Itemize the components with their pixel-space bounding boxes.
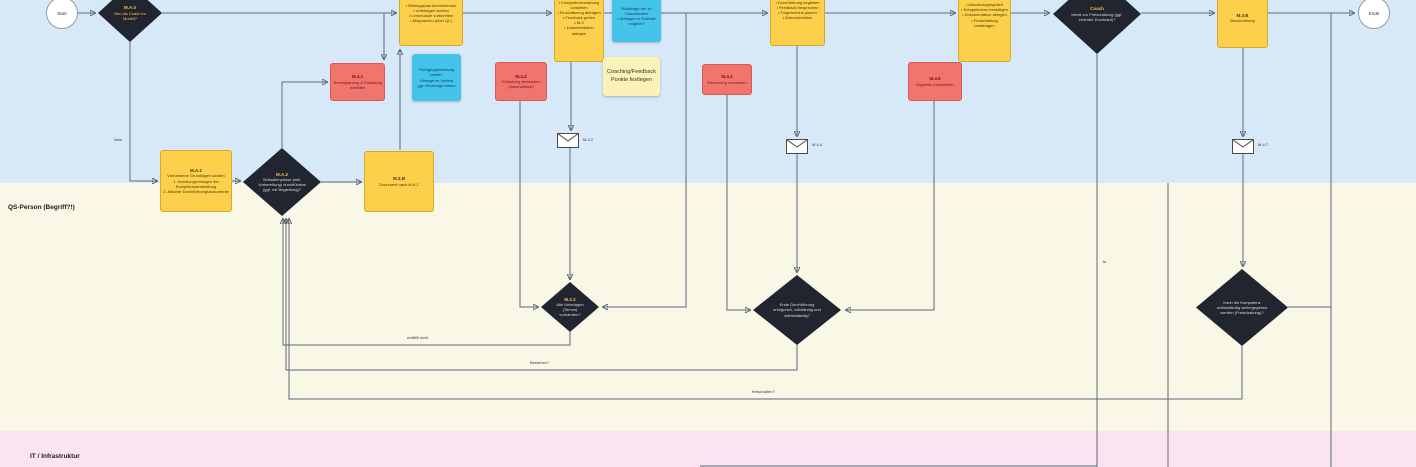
edge-label-ja: Ja [1100,259,1109,265]
process-box-vorbereitung[interactable]: • Bildungsplan kennenlernen • Unterlagen… [399,0,463,46]
process-body: • Durchführung begleiten • Feedback besp… [775,0,820,21]
process-title: M.3.B [392,176,405,182]
process-box-durchfuehrung[interactable]: • Durchführung begleiten • Feedback besp… [770,0,825,46]
decision-title: M.A.2 [275,171,288,177]
lane-label-qs-person: QS-Person (Begriff?!) [8,204,75,211]
lane-label-it-infrastruktur: IT / Infrastruktur [30,453,80,460]
process-box-beschreibung[interactable]: M.3.B Beschreibung [1217,0,1268,48]
task-title: M.4.6 [929,76,941,82]
decision-title: Coach [1090,6,1104,12]
sticky-body: Fachgruppenleitung bereit? Abfrage im Vo… [417,67,456,88]
message-label-3: M.4.7 [1258,142,1269,147]
decision-title: M.2.2 [564,296,576,302]
sticky-body: Rückfrage der zu Coachenden • Abfragen i… [617,5,656,27]
lane-qs-person [0,183,1416,431]
decision-body: Alle Unterlagen (Termin) vorhanden? [556,301,584,318]
process-body: Vorhandene Grundlagen sichten 1. Handlun… [163,173,229,194]
process-box-abschluss[interactable]: • Abschlussgespräch • Kompetenzen bestät… [958,0,1011,62]
message-event-3[interactable] [1232,139,1254,154]
message-label-1: M.4.2 [583,137,594,142]
message-event-2[interactable] [786,139,808,154]
decision-body: Selbstlernphase (inkl. Vorbereitung) dur… [258,176,306,193]
process-box-kompetenzerarbeitung[interactable]: M.B • Kompetenzerwartung vorstellen • Ei… [554,0,604,62]
task-body: Terminplanung & Einladung erstellen [333,79,382,90]
decision-title: M.A.0 [123,5,136,11]
edge-label-entfaellt-nicht: entfällt nicht [405,335,431,341]
envelope-icon [1232,139,1254,154]
decision-body: Neu als Coach im Modell? [114,10,146,21]
task-title: M.4.2 [515,73,527,79]
decision-body: bereit zur Freischaltung (ggf. erneuter … [1071,11,1123,22]
process-body: Dokument nach M.A.2 [379,181,419,187]
task-box-erinnerung[interactable]: M.4.4 Erinnerung versenden [702,64,752,95]
process-body: Beschreibung [1230,18,1255,24]
message-label-2: M.4.4 [812,142,823,147]
task-body: Einladung versenden (automatisiert) [502,79,540,90]
decision-body: Erste Durchführung erfolgreich, vollstän… [773,302,821,318]
task-title: M.4.4 [721,74,733,80]
sticky-note-coaching-feedback[interactable]: Coaching/Feedback Punkte festlegen [603,57,660,96]
process-body: • Abschlussgespräch • Kompetenzen bestät… [961,2,1008,28]
process-box-dokument[interactable]: M.3.B Dokument nach M.A.2 [364,151,434,212]
task-box-ergebnis[interactable]: M.4.6 Ergebnis rückmelden [908,62,962,101]
edge-label-bestehen: Bestehen? [528,360,552,366]
process-title: M.3.B [1236,12,1249,18]
process-title: M.A.1 [189,167,202,173]
decision-body: Kann die Kompetenz selbstständig weiterg… [1216,299,1268,316]
envelope-icon [557,133,579,148]
start-label: Start [57,10,67,16]
sticky-body: Coaching/Feedback Punkte festlegen [607,69,656,83]
message-event-1[interactable] [557,133,579,148]
sticky-note-fachgruppenleitung[interactable]: Fachgruppenleitung bereit? Abfrage im Vo… [412,54,461,101]
edge-label-nein: Nein [112,137,125,143]
process-body: • Bildungsplan kennenlernen • Unterlagen… [405,2,457,24]
sticky-note-rueckfrage[interactable]: Rückfrage der zu Coachenden • Abfragen i… [612,0,661,42]
task-body: Ergebnis rückmelden [916,81,954,87]
process-box-grundlagen[interactable]: M.A.1 Vorhandene Grundlagen sichten 1. H… [160,150,232,212]
start-node[interactable]: Start [46,0,78,29]
lane-it-infrastruktur [0,431,1416,467]
task-body: Erinnerung versenden [707,79,747,85]
end-label: Ende [1368,10,1380,16]
task-title: M.4.1 [351,74,364,80]
envelope-icon [786,139,808,154]
end-node[interactable]: Ende [1358,0,1390,29]
process-body: • Kompetenzerwartung vorstellen • Einsch… [557,0,601,36]
edge-label-freischalten: freischalten? [750,389,777,395]
task-box-einladung-versenden[interactable]: M.4.2 Einladung versenden (automatisiert… [495,62,547,101]
task-box-einladung-erstellen[interactable]: M.4.1 Terminplanung & Einladung erstelle… [330,63,385,101]
